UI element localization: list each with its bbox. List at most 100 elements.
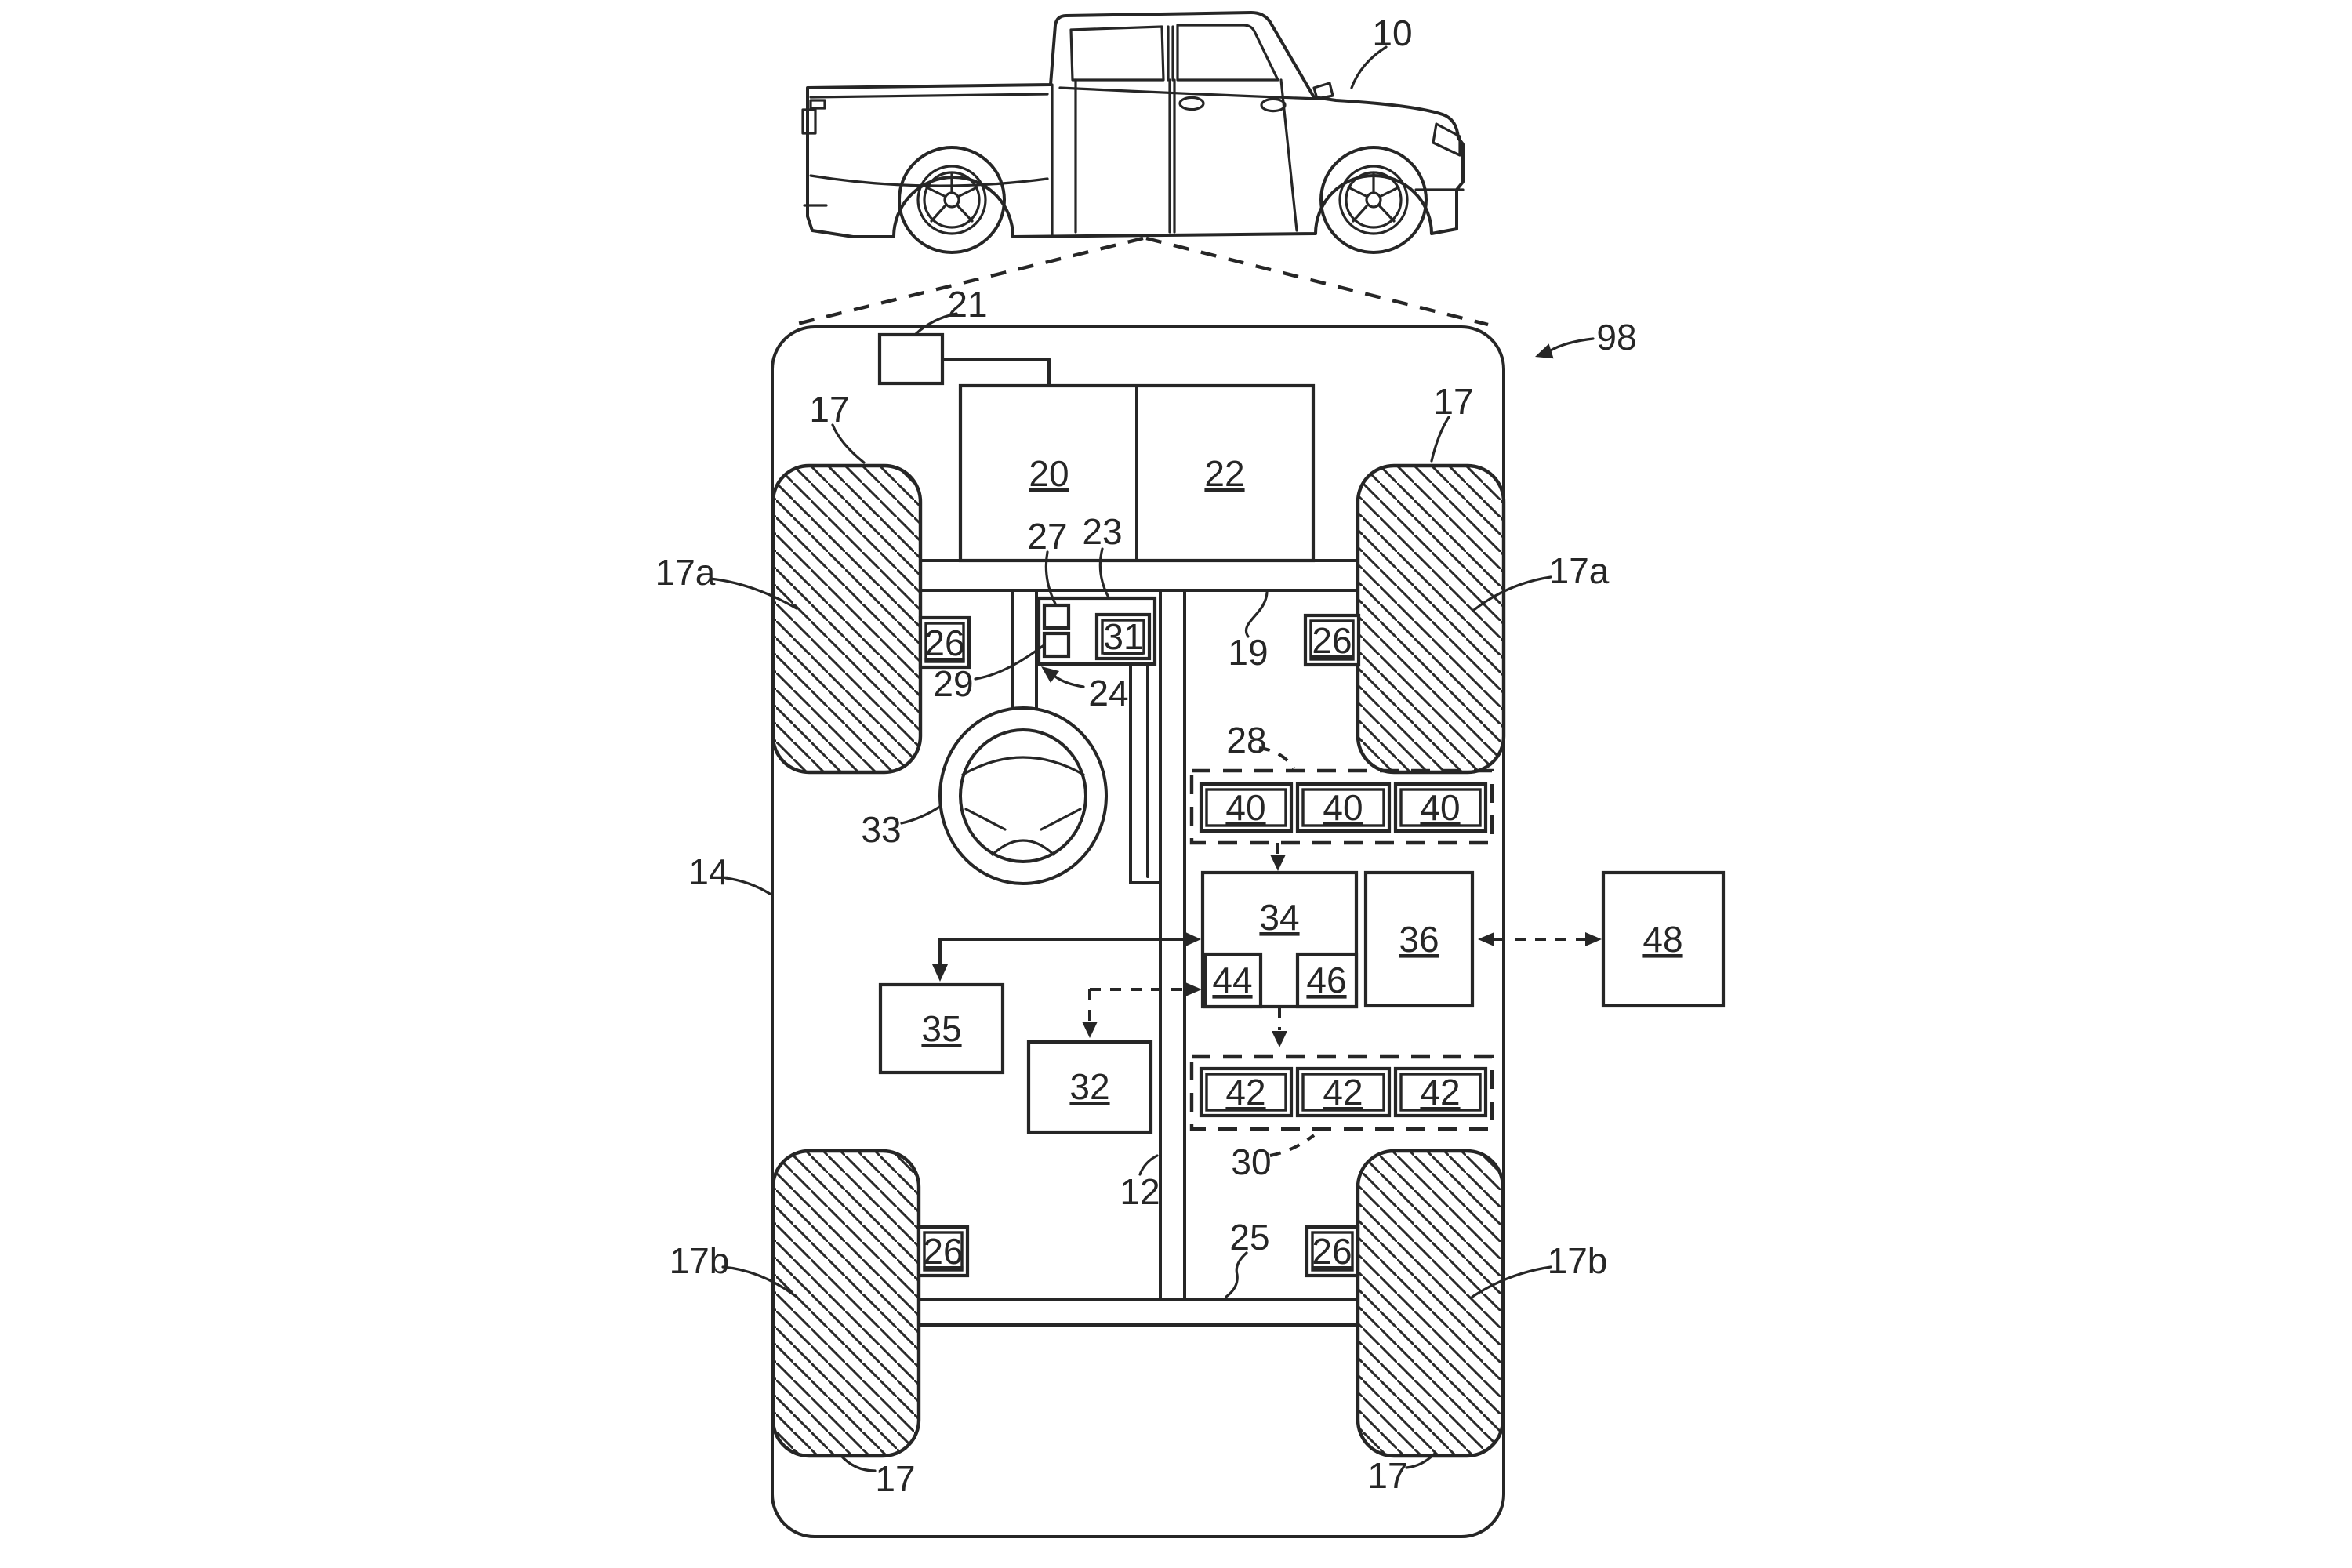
label-12: 12: [1120, 1171, 1160, 1212]
box-21-connector: [941, 358, 1051, 387]
leader-28: [1258, 746, 1295, 770]
label-10: 10: [1372, 13, 1412, 53]
label-17b-left: 17b: [670, 1240, 730, 1281]
arrowhead-into-35: [932, 964, 948, 982]
label-28: 28: [1226, 720, 1266, 760]
steering-column: [1011, 589, 1038, 710]
label-36: 36: [1399, 919, 1439, 960]
leader-17-front-left: [831, 423, 866, 464]
steering-wheel: [938, 706, 1108, 885]
truck-mirror: [1312, 82, 1334, 100]
box-36: [1363, 870, 1475, 1008]
box-26-rear-right: [1305, 1225, 1360, 1278]
label-22: 22: [1204, 453, 1244, 494]
label-30: 30: [1231, 1142, 1271, 1182]
label-25: 25: [1229, 1217, 1269, 1258]
truck-taillight: [801, 108, 817, 135]
box-26-rear-left: [916, 1225, 970, 1278]
label-26-front-left: 26: [924, 622, 964, 663]
leader-17a-left: [709, 577, 798, 610]
label-31: 31: [1103, 616, 1143, 657]
label-42-1: 42: [1225, 1072, 1265, 1112]
wheel-front-right: [1356, 463, 1506, 775]
arrowhead-34-30: [1272, 1031, 1287, 1047]
box-20-22: [958, 383, 1316, 563]
label-17b-right: 17b: [1548, 1240, 1608, 1281]
truck-drawing: [801, 11, 1465, 254]
label-26-front-right: 26: [1312, 620, 1352, 661]
label-20: 20: [1029, 453, 1069, 494]
label-23: 23: [1082, 511, 1122, 552]
leader-29: [974, 644, 1044, 681]
leader-17-rear-left: [839, 1454, 877, 1472]
box-46: [1295, 952, 1359, 1009]
leader-24: [1051, 673, 1085, 688]
box-21: [877, 332, 945, 386]
label-44: 44: [1212, 960, 1252, 1000]
square-27: [1042, 603, 1071, 630]
vehicle-body-outline: [771, 325, 1505, 1538]
box-42-1: [1199, 1066, 1294, 1118]
leader-25: [1225, 1251, 1248, 1298]
label-26-rear-right: 26: [1312, 1231, 1352, 1272]
box-42-3: [1393, 1066, 1488, 1118]
leader-19: [1245, 591, 1269, 638]
leader-17b-right: [1471, 1265, 1552, 1298]
label-17a-right: 17a: [1549, 550, 1610, 591]
leader-17-rear-right: [1405, 1452, 1436, 1469]
label-48: 48: [1642, 919, 1682, 960]
truck-tailgate-handle: [809, 99, 826, 110]
leader-30: [1269, 1134, 1316, 1157]
label-17-front-left: 17: [809, 389, 849, 430]
arrowhead-into-32: [1082, 1022, 1098, 1038]
box-26-front-left: [918, 615, 971, 670]
box-42-2: [1295, 1066, 1392, 1118]
square-29: [1042, 631, 1071, 659]
label-17a-left: 17a: [655, 552, 716, 593]
projection-line-left: [793, 236, 1144, 327]
label-33: 33: [861, 809, 901, 850]
box-48: [1601, 870, 1726, 1008]
leader-lines: [709, 45, 1595, 1472]
truck-rear-window: [1069, 25, 1165, 82]
driveline: [1159, 589, 1186, 1301]
box-26-front-right: [1303, 613, 1361, 667]
label-40-3: 40: [1420, 787, 1460, 828]
reference-labels: 10 98 21 17 17 17a 17a 17b 17b 17 17 14 …: [655, 13, 1683, 1499]
label-42-2: 42: [1323, 1072, 1363, 1112]
box-31: [1094, 612, 1152, 661]
column-cluster: [1036, 596, 1157, 666]
leader-33: [900, 804, 942, 825]
leader-17b-left: [721, 1265, 798, 1298]
arrowhead-into-44: [1185, 982, 1202, 996]
box-35: [878, 982, 1005, 1075]
signal-arrows: [932, 843, 1602, 1047]
box-40-2: [1295, 782, 1392, 833]
leader-23: [1098, 547, 1110, 599]
leader-14: [724, 877, 771, 895]
leader-27: [1044, 550, 1057, 605]
wheel-front-left: [771, 463, 923, 775]
leader-17a-right: [1472, 575, 1552, 612]
arrowhead-into-36: [1478, 932, 1494, 946]
arrowhead-28-34: [1270, 855, 1286, 871]
truck-door-seam-front: [1279, 78, 1298, 232]
truck-door-seam-mid: [1168, 78, 1176, 234]
truck-outline: [806, 11, 1465, 238]
label-26-rear-left: 26: [923, 1231, 963, 1272]
front-axle: [919, 559, 1359, 592]
label-98: 98: [1596, 317, 1636, 358]
rear-axle: [917, 1298, 1359, 1327]
truck-rear-wheel: [898, 146, 1006, 254]
truck-front-window: [1176, 24, 1279, 82]
label-19: 19: [1228, 632, 1268, 673]
label-17-rear-left: 17: [875, 1458, 915, 1499]
truck-door-handle-rear: [1178, 96, 1205, 111]
box-44: [1203, 952, 1263, 1009]
arrowhead-into-48: [1585, 932, 1602, 946]
leader-10: [1350, 45, 1388, 89]
box-40-3: [1393, 782, 1488, 833]
leader-17-front-right: [1430, 416, 1450, 463]
